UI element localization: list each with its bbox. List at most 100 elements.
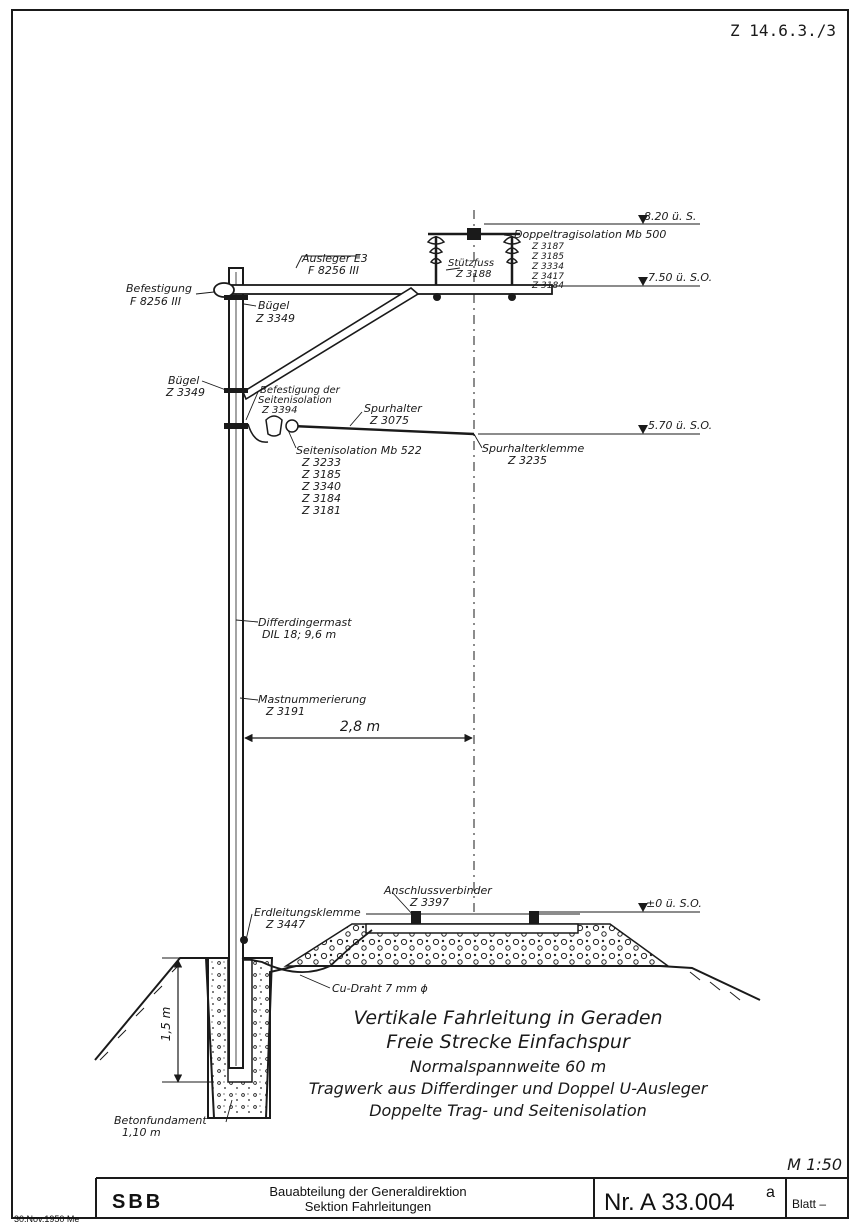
label-mastnum-part: Z 3191: [265, 705, 305, 718]
label-betonfundament-size: 1,10 m: [122, 1126, 161, 1139]
leader-doppeltrag: [503, 234, 513, 237]
label-seitenisolation-part-4: Z 3184: [301, 492, 341, 505]
label-seitenisolation-part-2: Z 3185: [301, 468, 341, 481]
level-marker-top: [484, 215, 700, 225]
label-spurhalterklemme-part: Z 3235: [507, 454, 547, 467]
leader-spurhalter: [349, 411, 363, 427]
label-buegel-top: Bügel: [258, 299, 289, 312]
label-buegel-top-part: Z 3349: [255, 312, 295, 325]
leader-stuetzfuss: [445, 267, 461, 271]
boom-clamp: [213, 282, 235, 298]
date-stamp: 30.Nov.1950 Me: [14, 1214, 79, 1224]
level-marker-steady: [478, 425, 700, 435]
leader-ausleger: [295, 255, 360, 269]
label-betonfundament: Betonfundament: [114, 1114, 207, 1127]
sleeper: [365, 923, 579, 934]
title-drawing-number: Nr. A 33.004: [604, 1189, 735, 1216]
strut: [241, 287, 420, 401]
label-seitenisolation-part-5: Z 3181: [301, 504, 341, 517]
label-seitenisolation-part-3: Z 3340: [301, 480, 341, 493]
ballast-bed: [283, 923, 671, 967]
boom-end-clamp-1: [433, 293, 441, 301]
sheet-reference: Z 14.6.3./3: [730, 21, 836, 40]
leader-mast: [235, 619, 259, 623]
leader-buegel-top: [243, 303, 257, 307]
leader-mastnum: [239, 697, 259, 701]
caption-line-1: Vertikale Fahrleitung in Geraden: [353, 1007, 662, 1029]
label-befestigung-top-part: F 8256 III: [130, 295, 181, 308]
label-spurhalter: Spurhalter: [364, 402, 423, 415]
level-label-steady: 5.70 ü. S.O.: [648, 419, 712, 432]
label-ausleger: Ausleger E3: [301, 252, 368, 265]
label-spurhalterklemme: Spurhalterklemme: [482, 442, 584, 455]
level-marker-boom: [552, 277, 700, 287]
label-mast-part: DIL 18; 9,6 m: [262, 628, 336, 641]
label-stuetzfuss: Stützfuss: [448, 258, 494, 269]
label-cu-draht: Cu-Draht 7 mm ϕ: [332, 982, 428, 995]
title-org: SBB: [112, 1191, 163, 1213]
level-label-rail: ±0 ü. S.O.: [646, 897, 702, 910]
level-label-boom: 7.50 ü. S.O.: [648, 271, 712, 284]
label-bef-seiten-2: Seitenisolation: [258, 395, 332, 406]
label-doppeltrag-part-2: Z 3185: [531, 252, 564, 262]
label-doppeltrag-part-1: Z 3187: [531, 242, 564, 252]
label-bef-seiten-3: Z 3394: [261, 405, 297, 416]
earth-wire: [241, 929, 373, 974]
label-doppeltrag-part-4: Z 3417: [531, 272, 564, 282]
dimension-label-2-8m: 2,8 m: [340, 719, 380, 735]
leader-cu-draht: [299, 974, 331, 989]
label-befestigung-top: Befestigung: [126, 282, 192, 295]
caption-line-2: Freie Strecke Einfachspur: [386, 1031, 631, 1053]
label-bef-seiten-1: Befestigung der: [260, 385, 341, 396]
seitenisolation-mount: [224, 423, 248, 429]
title-sheet-label: Blatt –: [792, 1197, 826, 1211]
rail-right: [529, 911, 539, 924]
label-mastnum: Mastnummerierung: [258, 693, 366, 706]
rail-left: [411, 911, 421, 924]
title-dept-line-1: Bauabteilung der Generaldirektion: [269, 1184, 466, 1199]
suspension-clamp: [467, 228, 481, 240]
label-doppeltrag-part-3: Z 3334: [531, 262, 564, 272]
scale-label: M 1:50: [787, 1155, 842, 1174]
level-marker-rail: [539, 903, 700, 913]
leader-erdleitung: [245, 913, 253, 941]
leader-beton: [225, 1099, 233, 1123]
boom-end-clamp-2: [508, 293, 516, 301]
label-spurhalter-part: Z 3075: [369, 414, 409, 427]
label-buegel-mid: Bügel: [168, 374, 199, 387]
leader-seitenisolation: [287, 429, 297, 449]
caption-line-4: Tragwerk aus Differdinger und Doppel U-A…: [309, 1079, 709, 1098]
buegel-mid: [224, 388, 248, 393]
title-block: [95, 1177, 848, 1218]
steady-arm: [291, 424, 475, 436]
label-anschluss-part: Z 3397: [409, 896, 449, 909]
title-dept-line-2: Sektion Fahrleitungen: [305, 1199, 431, 1214]
leader-spurhalterklemme: [473, 433, 483, 449]
label-erdleitung-part: Z 3447: [265, 918, 305, 931]
buegel-top: [224, 295, 248, 300]
sheet-border: [11, 9, 849, 1219]
title-revision: a: [766, 1184, 775, 1201]
label-doppeltrag: Doppeltragisolation Mb 500: [514, 228, 666, 241]
label-seitenisolation-part-1: Z 3233: [301, 456, 341, 469]
doppeltrag-insulator-right-icon: [502, 236, 522, 285]
leader-buegel-mid: [201, 380, 227, 391]
caption-line-3: Normalspannweite 60 m: [410, 1057, 606, 1076]
dimension-label-depth: 1,5 m: [159, 1007, 173, 1042]
leader-anschluss: [391, 891, 415, 917]
label-buegel-mid-part: Z 3349: [165, 386, 205, 399]
doppeltrag-insulator-left-icon: [426, 236, 446, 285]
label-ausleger-part: F 8256 III: [308, 264, 359, 277]
level-label-top: 8.20 ü. S.: [644, 210, 696, 223]
leader-bef-seiten: [245, 391, 259, 421]
caption-line-5: Doppelte Trag- und Seitenisolation: [369, 1101, 647, 1120]
boom-arm: [217, 284, 553, 295]
seitenisolation-insulator-icon: [247, 415, 299, 443]
label-anschluss: Anschlussverbinder: [383, 884, 493, 897]
label-doppeltrag-part-5: Z 3184: [531, 281, 564, 291]
label-erdleitung: Erdleitungsklemme: [254, 906, 361, 919]
label-mast: Differdingermast: [258, 616, 352, 629]
label-seitenisolation: Seitenisolation Mb 522: [296, 444, 422, 457]
leader-befestigung-top: [195, 291, 215, 295]
